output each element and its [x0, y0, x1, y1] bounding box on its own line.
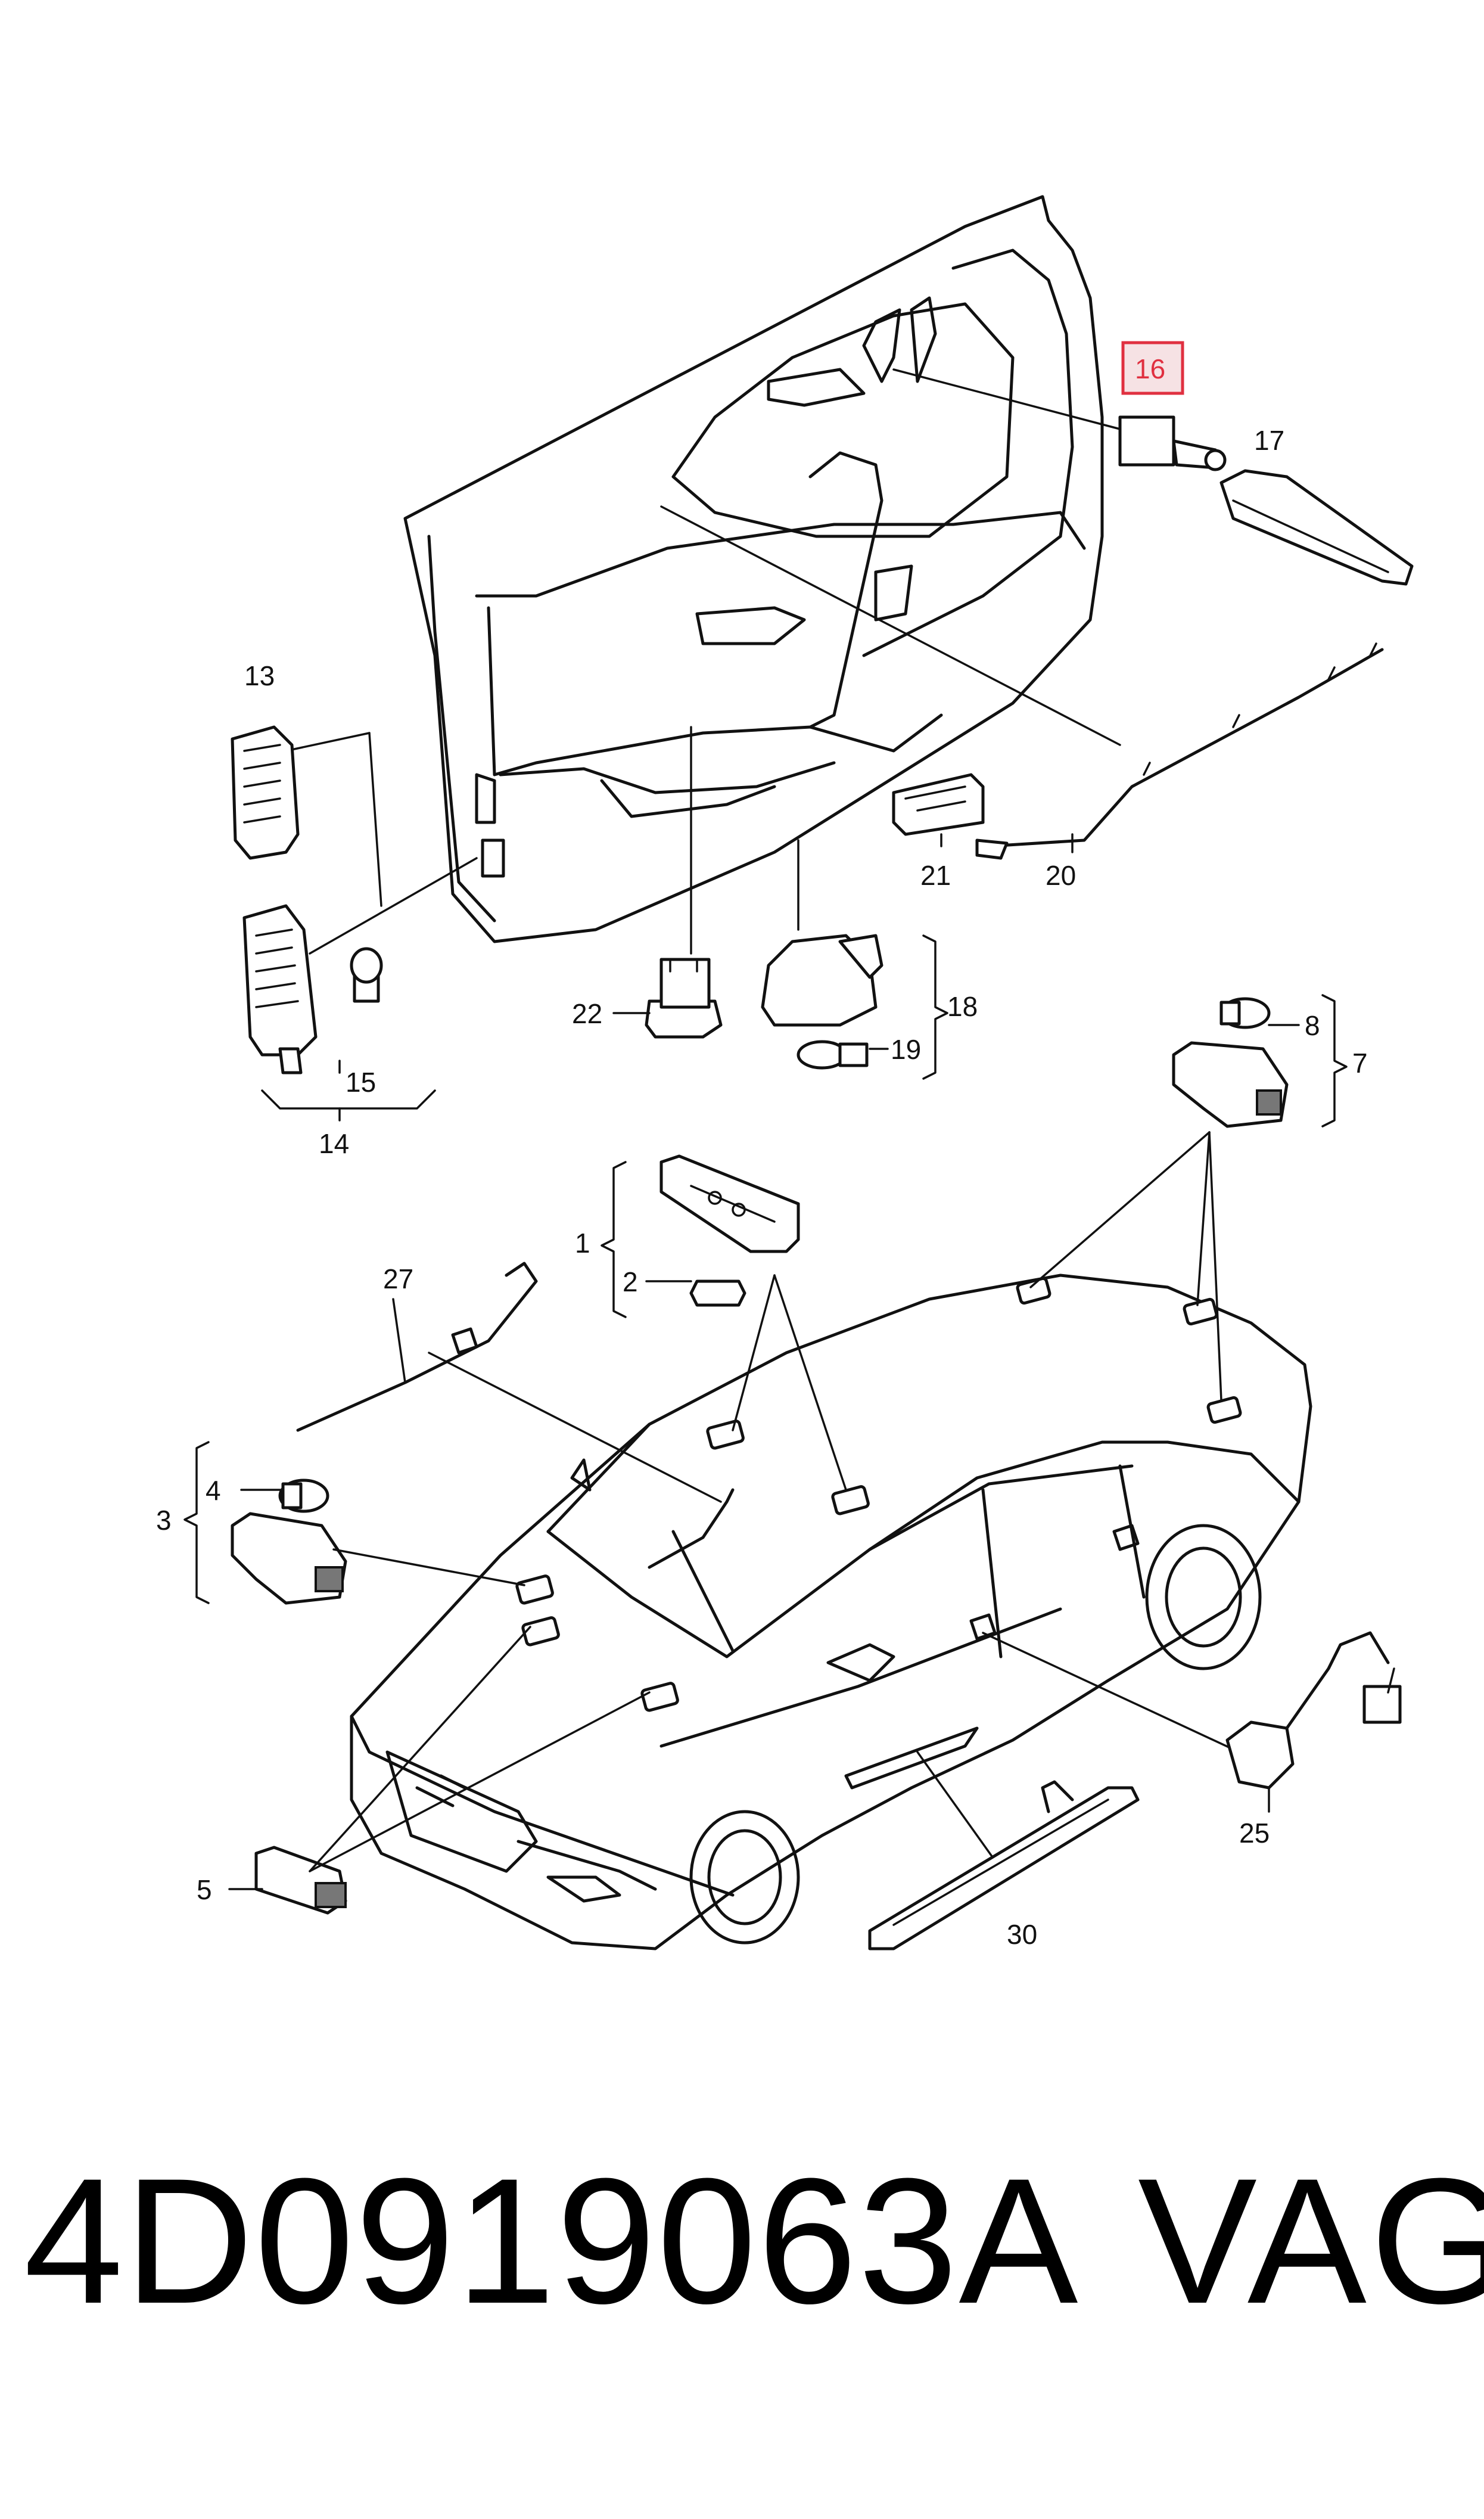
part-number-brand: VAG — [1138, 2141, 1484, 2341]
callout-13: 13 — [244, 660, 275, 691]
car-lamp-positions — [515, 1276, 1242, 1712]
part-8-bulb — [1219, 997, 1271, 1029]
part-14-lamp-assembly — [242, 904, 318, 1074]
callout-17: 17 — [1254, 425, 1284, 456]
part-19-bulb — [797, 1040, 869, 1070]
brackets-door-group — [183, 934, 1348, 1604]
callout-18: 18 — [947, 991, 978, 1022]
callout-25: 25 — [1239, 1818, 1270, 1849]
door-trim-panel — [403, 195, 1104, 943]
callout-4: 4 — [206, 1475, 221, 1506]
callout-8: 8 — [1305, 1010, 1320, 1041]
callout-27: 27 — [383, 1263, 413, 1294]
part-2-bulb — [689, 1279, 746, 1307]
part-13-vent-light — [231, 725, 300, 860]
highlight-box-16 — [1121, 341, 1184, 395]
callout-14: 14 — [319, 1128, 349, 1159]
callout-19: 19 — [891, 1034, 921, 1065]
part-4-bulb — [278, 1479, 329, 1513]
part-number-caption: 4D0919063A VAG — [0, 2116, 1484, 2366]
parts-diagram: 1 2 3 4 5 7 8 13 14 15 16 17 18 19 20 21… — [156, 195, 1414, 1950]
callout-15: 15 — [346, 1067, 376, 1098]
part-30-sill-plate — [868, 1780, 1140, 1950]
callout-21: 21 — [920, 860, 951, 891]
callout-22: 22 — [572, 998, 602, 1029]
part-21-connector — [892, 773, 985, 836]
part-16-sensor — [1118, 415, 1227, 471]
label-ticks — [228, 833, 1300, 1890]
part-18-lamp-housing — [761, 934, 883, 1027]
callout-5: 5 — [197, 1874, 212, 1905]
part-25-handle-light — [1225, 1631, 1402, 1790]
callout-20: 20 — [1046, 860, 1076, 891]
part-15-bulb — [350, 947, 383, 1003]
callout-30: 30 — [1007, 1919, 1037, 1950]
part-17-light-strip — [1219, 469, 1414, 586]
part-7-lamp — [1172, 1041, 1289, 1128]
callout-labels: 1 2 3 4 5 7 8 13 14 15 16 17 18 19 20 21… — [156, 353, 1368, 1950]
part-20-wiring-harness — [975, 642, 1384, 860]
part-5-lamp — [254, 1846, 347, 1915]
callout-16: 16 — [1135, 353, 1165, 384]
door-leader-lines — [285, 368, 1121, 955]
part-number-code: 4D0919063A — [24, 2141, 1079, 2341]
part-22-switch — [645, 958, 723, 1039]
callout-7: 7 — [1352, 1048, 1368, 1079]
part-27-wire — [296, 1262, 538, 1432]
part-3-lamp — [231, 1512, 347, 1605]
callout-3: 3 — [156, 1505, 172, 1536]
callout-2: 2 — [623, 1266, 638, 1297]
car-body — [350, 1274, 1312, 1950]
callout-1: 1 — [575, 1228, 590, 1259]
part-1-interior-lamp — [659, 1154, 800, 1253]
car-leader-lines — [309, 1131, 1240, 1878]
